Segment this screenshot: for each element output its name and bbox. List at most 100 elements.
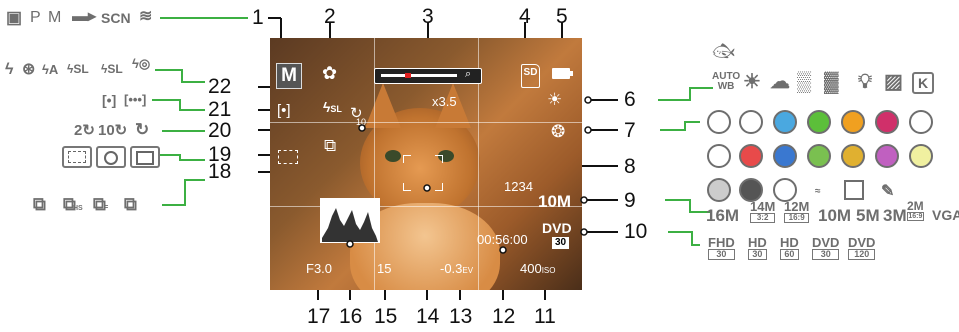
video-dvd30-label: DVD	[812, 235, 840, 250]
flash-force-icon: ϟA	[42, 62, 59, 77]
exposure-compensation: -0.3EV	[440, 262, 473, 275]
wb-cloudy-icon: ☁	[770, 71, 790, 93]
callout-2: 2	[324, 5, 336, 28]
fish-icon: 🐟︎	[712, 41, 735, 61]
panorama-mode-icon: ≋	[139, 8, 153, 25]
battery-icon	[552, 68, 570, 79]
video-dvd120-label: DVD	[848, 235, 876, 250]
callout-15: 15	[374, 305, 398, 328]
grid-line-v2	[478, 38, 479, 290]
iso-unit: ISO	[541, 266, 556, 275]
callout-17: 17	[307, 305, 331, 328]
callout-13: 13	[449, 305, 473, 328]
camera-icon: ▣	[6, 8, 23, 27]
callout-6: 6	[624, 88, 636, 111]
self-timer-smile-icon: ↻	[135, 120, 150, 139]
zoom-search-icon: ⌕	[465, 68, 472, 80]
video-quality: DVD	[542, 220, 572, 236]
wb-auto-sub-label: WB	[717, 81, 735, 92]
flash-sl-label: SL	[330, 104, 342, 114]
manual-mode-icon: M	[48, 9, 62, 26]
color-effect-icon: ❂	[551, 122, 566, 141]
grid-line-v1	[374, 38, 375, 290]
shutter-speed: 15	[377, 261, 392, 276]
callout-8: 8	[624, 155, 636, 178]
grid-line-h2	[270, 206, 582, 207]
camera-lcd-screen: M ✿ ϟSL ⌕ x3.5 SD ☀ ❂ ↻ 10 [•] ⧉ 1234 10…	[270, 38, 582, 290]
callout-5: 5	[556, 5, 568, 28]
size-12m-ratio: 16:9	[784, 213, 810, 223]
size-12m: 12M 16:9	[784, 200, 810, 223]
flash-redeye-icon: ⊛	[22, 61, 36, 78]
video-dvd30-fps: 30	[812, 249, 840, 260]
metering-center-icon	[96, 146, 126, 168]
video-hd60-label: HD	[780, 235, 799, 250]
video-hd30-label: HD	[748, 235, 767, 250]
sd-card-icon: SD	[521, 64, 540, 88]
video-fhd: FHD 30	[708, 236, 735, 260]
wb-auto-label: AUTO	[712, 71, 741, 82]
ev-value: -0.3	[440, 261, 463, 276]
wb-kelvin-icon: K	[912, 72, 934, 94]
svg-text:≈: ≈	[815, 186, 821, 197]
wb-kelvin-label: K	[917, 75, 929, 91]
remaining-shots: 1234	[504, 179, 533, 194]
single-af-icon: [•]	[102, 92, 117, 108]
callout-1: 1	[252, 6, 264, 29]
video-dvd-120: DVD 120	[848, 235, 876, 260]
size-10m: 10M	[818, 206, 852, 225]
callout-10: 10	[624, 220, 648, 243]
flash-auto-icon: ϟ	[5, 61, 14, 78]
size-2m: 2M 16:9	[907, 200, 924, 221]
size-2m-ratio: 16:9	[907, 212, 924, 221]
wb-custom-icon: ▨	[884, 71, 903, 93]
video-dvd120-fps: 120	[848, 249, 876, 260]
af-mode-icon: [•]	[277, 102, 291, 119]
video-mode-icon: ▬▸	[72, 8, 97, 25]
recording-time: 00:56:00	[477, 232, 528, 247]
video-hd-60: HD 60	[780, 236, 799, 260]
size-14m-label: 14M	[750, 199, 776, 214]
video-fps: 30	[552, 237, 570, 249]
wb-daylight-icon: ☀	[743, 71, 761, 93]
size-14m-ratio: 3:2	[750, 213, 776, 223]
callout-11: 11	[534, 305, 556, 328]
histogram	[320, 198, 380, 243]
svg-text:✎: ✎	[881, 183, 894, 200]
wb-fluorescent-h-icon: ▓	[824, 71, 839, 93]
drive-fast-icon: ⧉	[93, 194, 106, 214]
zoom-track	[381, 74, 457, 77]
macro-icon: ✿	[322, 63, 338, 83]
video-hd60-fps: 60	[780, 249, 799, 260]
video-hd30-fps: 30	[748, 249, 767, 260]
callout-21: 21	[208, 98, 232, 121]
mode-indicator: M	[276, 63, 302, 89]
size-3m: 3M	[883, 206, 907, 225]
flash-slow-sync-icon: ϟSL	[67, 62, 89, 76]
self-timer-icon: ↻	[350, 105, 363, 122]
callout-18: 18	[208, 160, 232, 183]
wb-auto-icon: AUTO WB	[712, 72, 740, 92]
image-size: 10M	[538, 192, 572, 211]
flash-mode-icon: ϟSL	[323, 99, 342, 115]
grid-line-h1	[270, 122, 582, 123]
drive-hs-label: HS	[73, 205, 83, 212]
callout-3: 3	[422, 5, 434, 28]
wb-tungsten-icon: 💡︎	[858, 71, 872, 93]
zoom-bar: ⌕	[374, 68, 482, 84]
white-balance-icon: ☀	[547, 90, 563, 109]
color-effect-icons: ≈ ✎	[707, 110, 933, 202]
size-vga: VGA	[932, 207, 959, 223]
sd-label: SD	[523, 67, 538, 78]
iso-value: 400	[520, 261, 542, 276]
callout-14: 14	[416, 305, 440, 328]
video-dvd-30: DVD 30	[812, 235, 840, 260]
callout-20: 20	[208, 119, 232, 142]
size-16m: 16M	[706, 206, 740, 225]
zoom-ratio: x3.5	[432, 94, 457, 109]
callout-22: 22	[208, 75, 232, 98]
drive-f-label: F	[104, 205, 109, 212]
self-timer-2s-icon: 2↻	[74, 122, 95, 139]
self-timer-value: 10	[356, 117, 367, 127]
